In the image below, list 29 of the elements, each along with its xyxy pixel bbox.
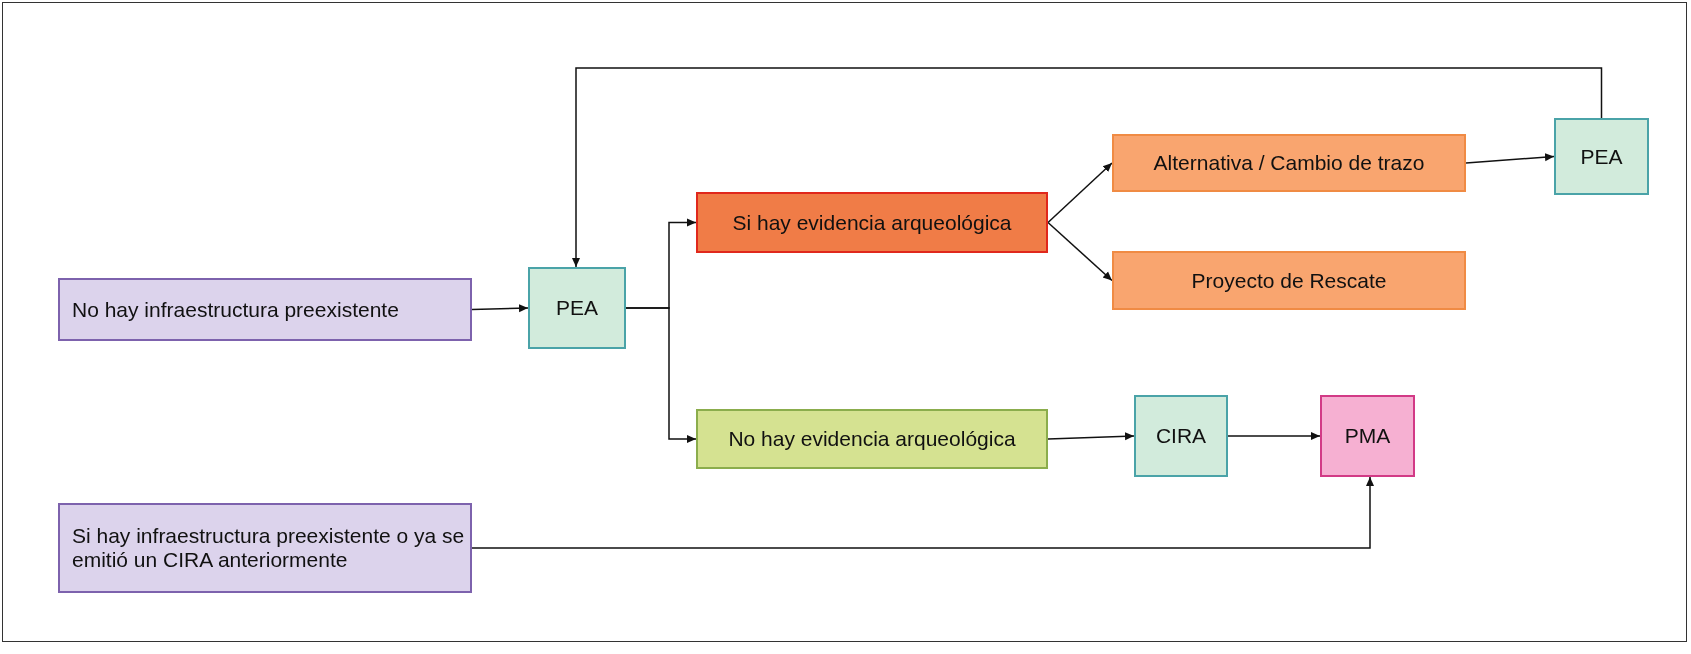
box-label: PMA	[1344, 424, 1391, 448]
process-box	[58, 503, 472, 593]
arrow	[1047, 162, 1113, 224]
box-label: Si hay evidencia arqueológica	[732, 210, 1012, 235]
arrow	[1047, 432, 1135, 441]
arrow	[1047, 221, 1113, 282]
process-box	[1112, 251, 1466, 310]
arrow	[471, 304, 529, 313]
process-box	[696, 409, 1048, 469]
process-box	[528, 267, 626, 349]
process-box	[1554, 118, 1649, 195]
process-box	[1134, 395, 1228, 477]
box-label: No hay infraestructura preexistente	[72, 297, 399, 322]
process-box	[1320, 395, 1415, 477]
box-label: Si hay infraestructura preexistente o ya se emitió un CIRA anteriormente	[72, 524, 466, 572]
process-box	[58, 278, 472, 341]
arrow	[625, 307, 697, 443]
box-label: PEA	[1580, 144, 1623, 169]
process-box	[696, 192, 1048, 253]
box-label: PEA	[556, 296, 598, 320]
arrow	[572, 67, 1603, 268]
box-label: Proyecto de Rescate	[1191, 268, 1387, 293]
box-label: CIRA	[1155, 424, 1207, 448]
box-label: No hay evidencia arqueológica	[728, 427, 1016, 451]
arrow	[471, 476, 1374, 549]
arrow	[1227, 432, 1321, 440]
process-box	[1112, 134, 1466, 192]
arrow	[1465, 153, 1555, 164]
box-label: Alternativa / Cambio de trazo	[1153, 151, 1425, 175]
